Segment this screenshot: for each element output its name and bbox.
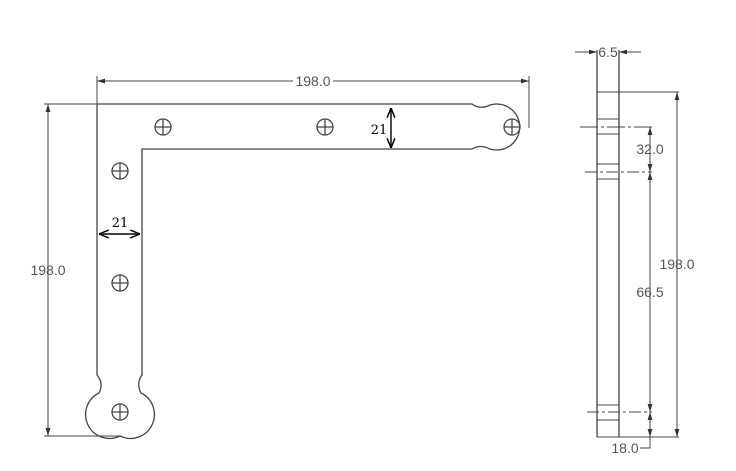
hole-offset-leader: [640, 437, 651, 449]
arm-width-side-label: 21: [112, 216, 129, 231]
hidden-hole-lines: [597, 118, 619, 421]
side-view: 6.5 198.0 32.0 66.5 18.0: [575, 44, 695, 456]
mounting-hole-icon: [154, 118, 172, 136]
height-label: 198.0: [30, 262, 65, 278]
width-label: 198.0: [295, 73, 330, 89]
mounting-hole-icon: [111, 274, 129, 292]
front-view: 198.0 198.0 21 21: [30, 73, 530, 440]
side-height-label: 198.0: [659, 256, 694, 272]
bracket-outline: [84, 103, 521, 440]
hole-spacing-mid-label: 66.5: [636, 284, 663, 300]
hole-offset-bottom-label: 18.0: [611, 440, 638, 456]
mounting-hole-icon: [111, 162, 129, 180]
mounting-hole-icon: [503, 118, 521, 136]
mounting-holes: [111, 118, 521, 421]
arm-width-top-label: 21: [371, 123, 388, 138]
mounting-hole-icon: [111, 403, 129, 421]
hole-spacing-top-label: 32.0: [636, 141, 663, 157]
thickness-label: 6.5: [598, 44, 618, 60]
mounting-hole-icon: [316, 118, 334, 136]
hole-centerlines: [580, 126, 652, 413]
